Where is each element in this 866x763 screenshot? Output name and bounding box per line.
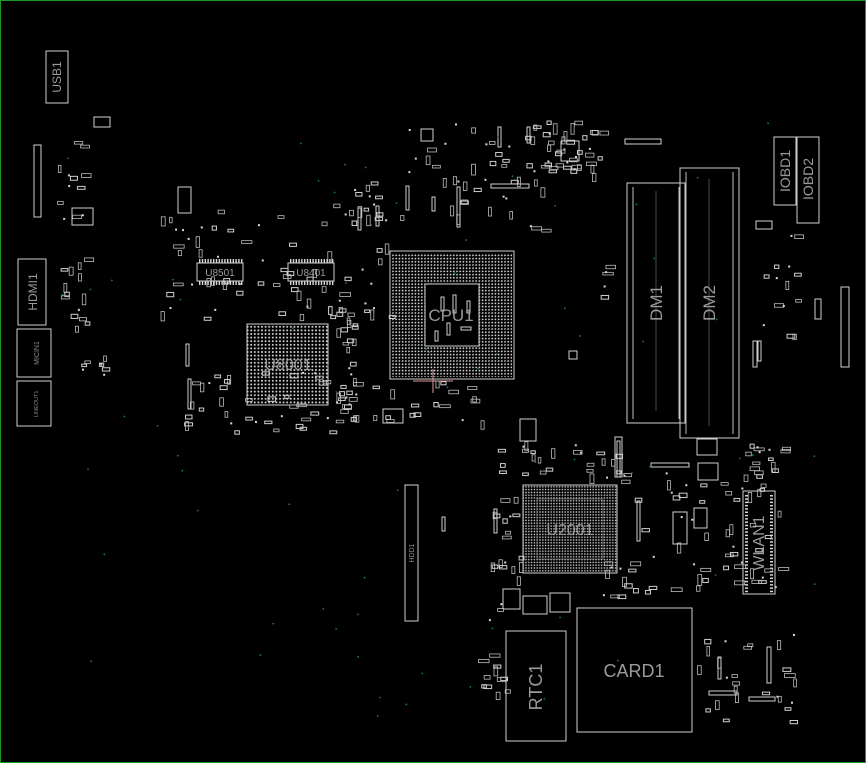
passive-components xyxy=(57,120,804,725)
micin1-jack[interactable]: MICIN1 xyxy=(16,328,52,378)
card1-label: CARD1 xyxy=(603,661,664,681)
micin1-label: MICIN1 xyxy=(34,341,41,365)
rtc1-component[interactable]: RTC1 xyxy=(505,630,567,742)
rtc1-label: RTC1 xyxy=(526,664,546,711)
dm2-slot[interactable]: DM2 xyxy=(679,167,740,439)
cpu1-component[interactable]: CPU1 xyxy=(389,250,515,393)
u2001-label: U2001 xyxy=(546,522,593,539)
misc-parts xyxy=(33,116,850,702)
hdd1-label: HDD1 xyxy=(409,543,416,562)
iobd2-label: IOBD2 xyxy=(800,158,816,200)
dm1-slot[interactable]: DM1 xyxy=(626,182,686,424)
u8001-component[interactable]: U8001 xyxy=(246,323,329,406)
hdmi1-label: HDMI1 xyxy=(26,273,40,311)
card1-component[interactable]: CARD1 xyxy=(576,607,693,733)
hdmi1-connector[interactable]: HDMI1 xyxy=(17,258,47,326)
lineout1-label: LINEOUT1 xyxy=(34,391,40,418)
u8501-component[interactable]: U8501 xyxy=(196,259,244,285)
wlan1-component[interactable]: WLAN1 xyxy=(742,490,776,595)
iobd1-connector[interactable]: IOBD1 xyxy=(773,136,797,206)
cpu1-label: CPU1 xyxy=(428,306,473,325)
iobd1-label: IOBD1 xyxy=(777,150,793,192)
hdd1-connector[interactable]: HDD1 xyxy=(404,484,419,622)
usb1-label: USB1 xyxy=(50,61,64,93)
usb1-connector[interactable]: USB1 xyxy=(45,50,69,104)
u8001-label: U8001 xyxy=(264,357,311,374)
dm2-label: DM2 xyxy=(700,285,719,321)
lineout1-jack[interactable]: LINEOUT1 xyxy=(16,380,52,427)
dm1-label: DM1 xyxy=(647,285,666,321)
vias xyxy=(61,122,816,717)
iobd2-connector[interactable]: IOBD2 xyxy=(796,136,820,224)
wlan1-label: WLAN1 xyxy=(751,515,768,570)
u2001-component[interactable]: U2001 xyxy=(522,484,618,574)
u8401-label: U8401 xyxy=(296,268,326,279)
u8501-label: U8501 xyxy=(205,268,235,279)
